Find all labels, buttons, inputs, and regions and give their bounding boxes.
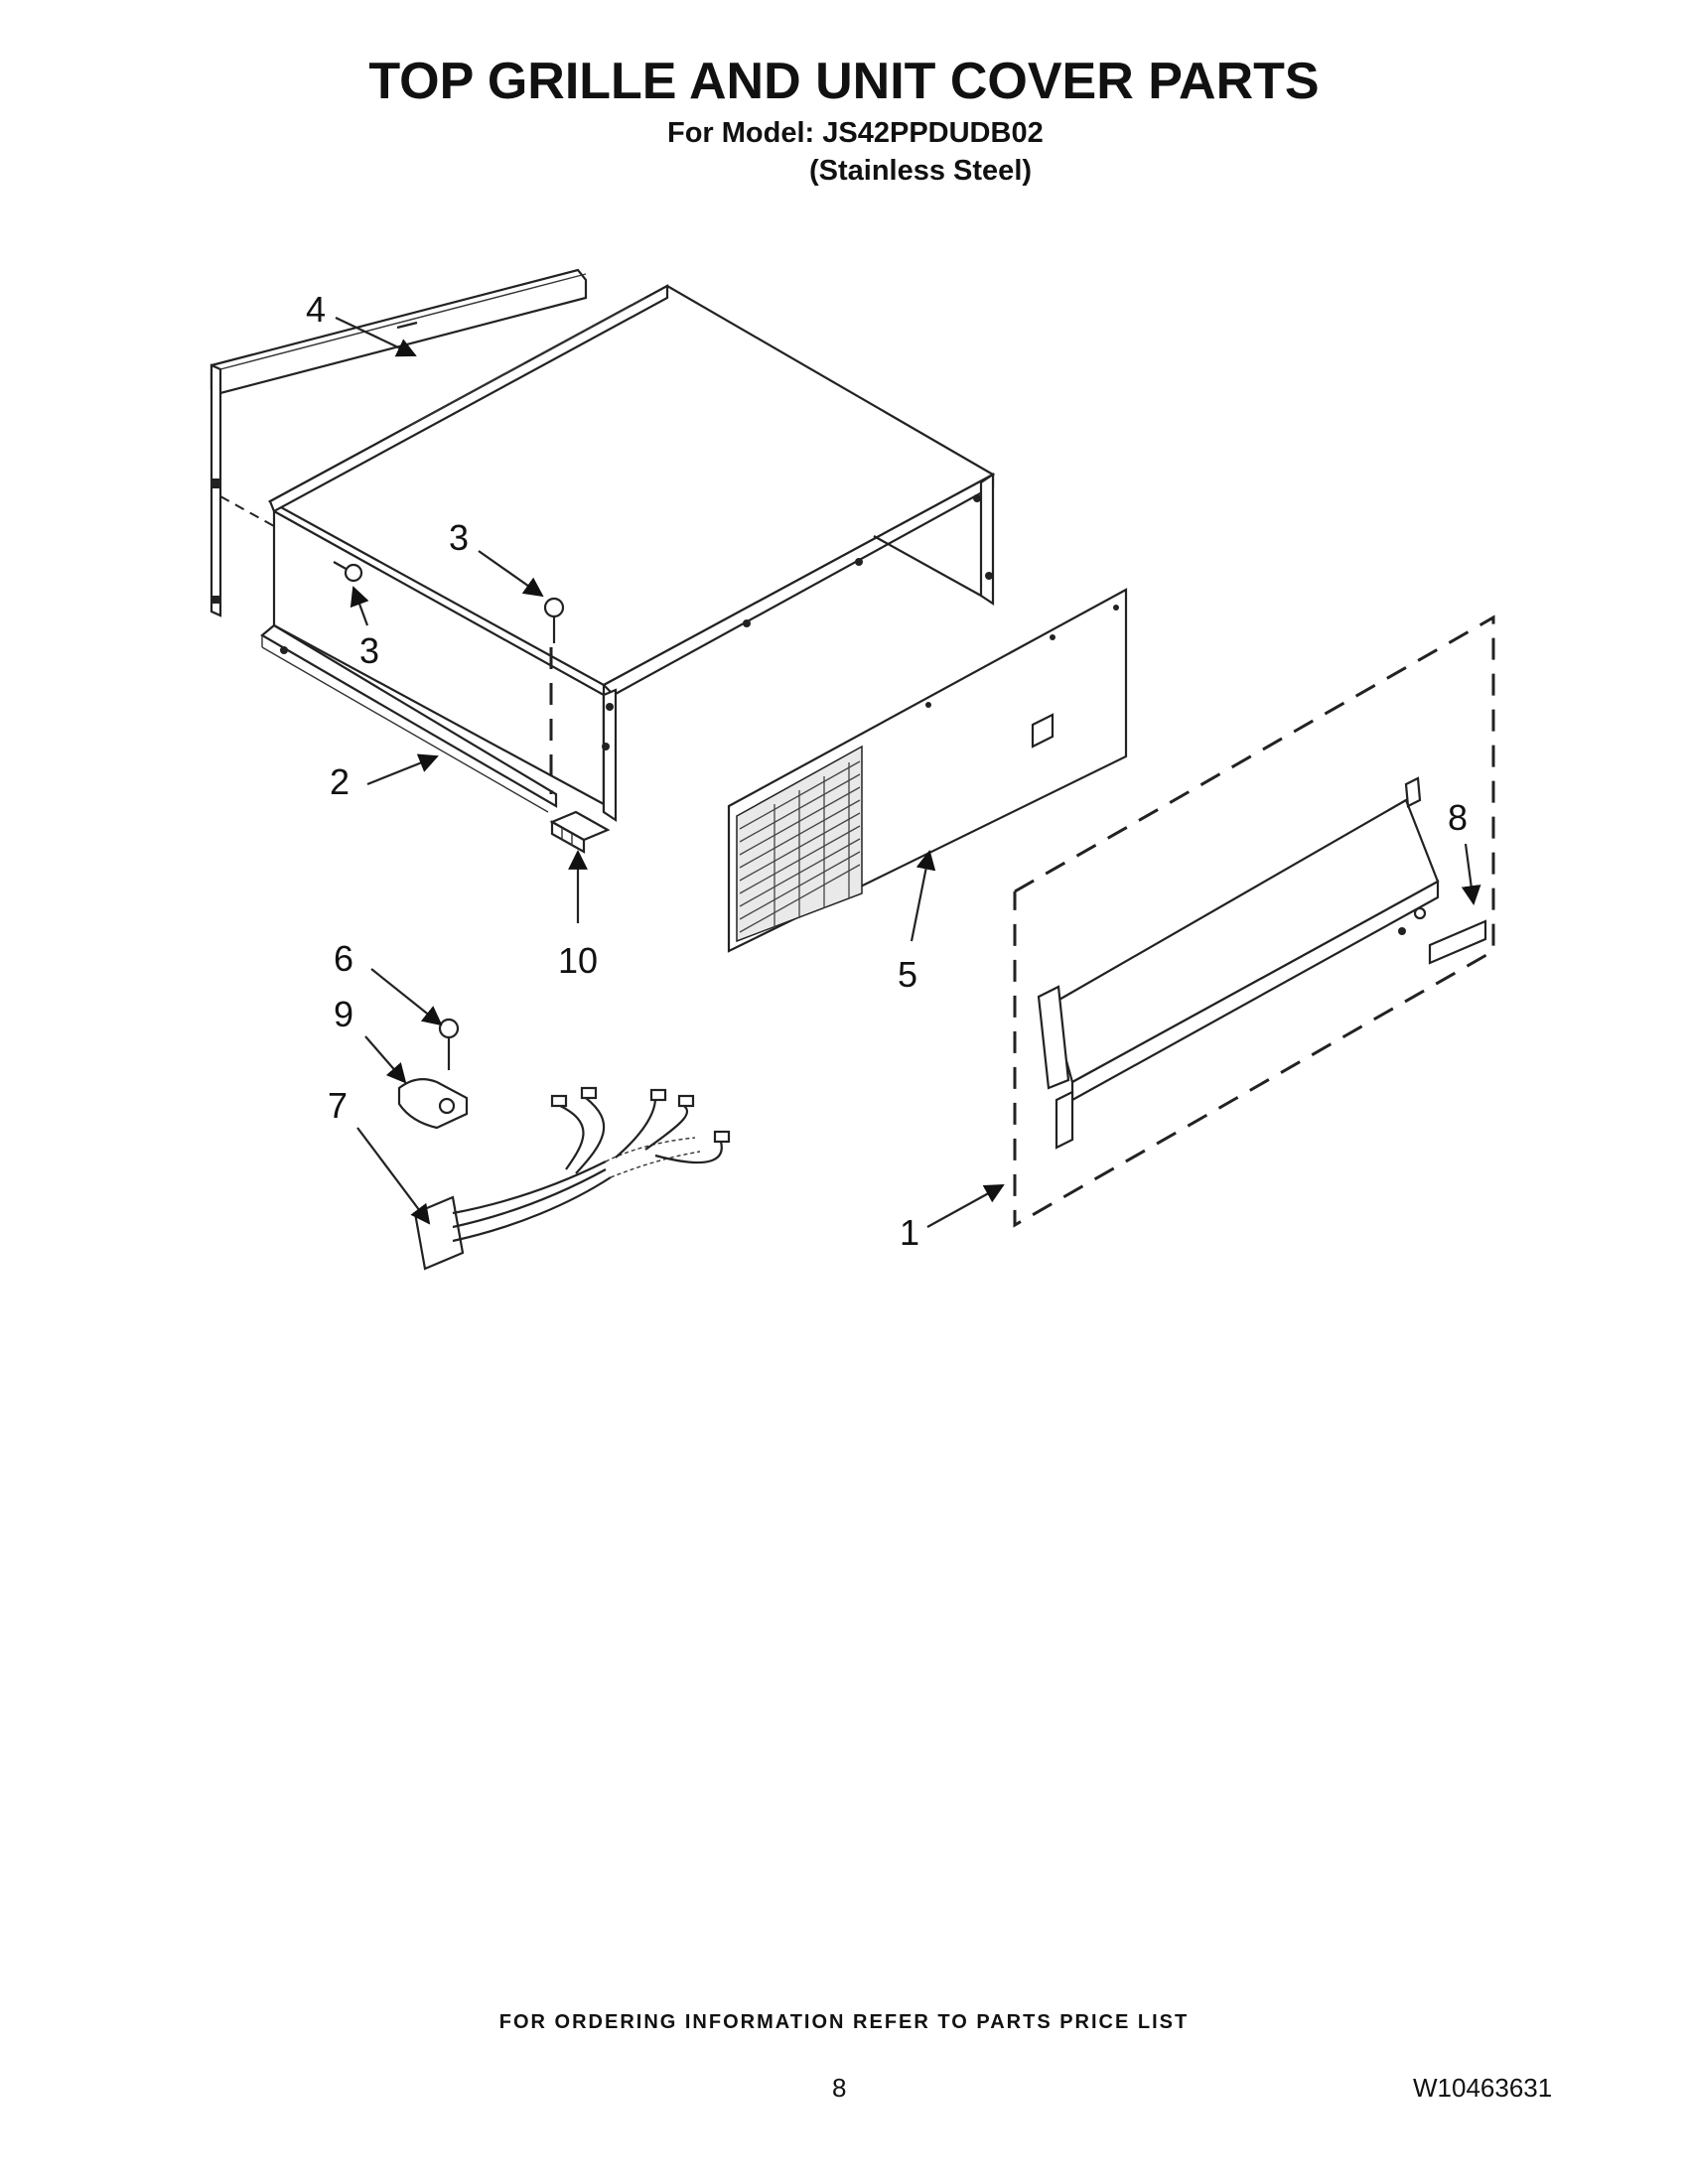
callout-2: 2 (330, 761, 350, 802)
callout-7: 7 (328, 1085, 348, 1126)
leader-arrows (335, 317, 1481, 1228)
page-title: TOP GRILLE AND UNIT COVER PARTS (368, 53, 1320, 110)
model-line: For Model: JS42PPDUDB02 (667, 117, 1044, 149)
callout-9: 9 (334, 994, 353, 1034)
screw-part-6 (438, 1018, 460, 1070)
callout-10: 10 (558, 940, 598, 981)
callout-1: 1 (900, 1212, 919, 1253)
front-trim-panel-part-8 (1037, 776, 1487, 1150)
document-number: W10463631 (1413, 2073, 1553, 2103)
screw-part-3 (543, 597, 565, 794)
unit-cover-part-2 (260, 284, 996, 823)
finish-line: (Stainless Steel) (809, 155, 1033, 187)
callout-8: 8 (1448, 797, 1468, 838)
clip-part-10 (549, 810, 611, 854)
callout-4: 4 (306, 289, 326, 330)
page-number: 8 (832, 2073, 847, 2103)
callout-3-left: 3 (359, 630, 379, 671)
callout-6: 6 (334, 938, 353, 979)
grille-panel-part-5 (727, 588, 1128, 953)
wire-harness-part-7 (413, 1086, 731, 1271)
rear-plate-part-4 (210, 268, 588, 617)
callout-3-top: 3 (449, 517, 469, 558)
clamp-part-9 (397, 1077, 469, 1130)
assembly-boundary-part-1 (1013, 614, 1495, 1228)
callout-5: 5 (898, 954, 917, 995)
ordering-note: FOR ORDERING INFORMATION REFER TO PARTS … (498, 2011, 1190, 2033)
